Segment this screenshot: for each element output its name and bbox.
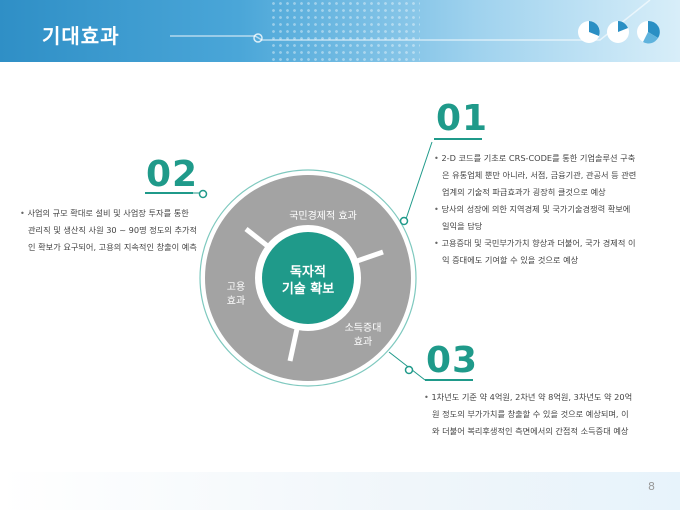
bullet-item: 고용증대 및 국민부가가치 향상과 더불어, 국가 경제적 이익 증대에도 기여… xyxy=(434,235,640,269)
segment-label-employment-line2: 효과 xyxy=(226,296,246,307)
connector-line-03 xyxy=(388,351,426,381)
pie-chart-icon xyxy=(578,21,600,43)
section-rule-02 xyxy=(145,192,193,194)
section-number-03: 03 xyxy=(426,340,479,381)
header-dot-pattern xyxy=(270,0,420,62)
segment-label-national-economy: 국민경제적 효과 xyxy=(289,211,357,222)
pie-chart-icon xyxy=(637,20,660,44)
segment-label-income-line1: 소득증대 xyxy=(344,323,382,334)
connector-line-01 xyxy=(405,141,433,220)
bullet-item: 1차년도 기준 약 4억원, 2차년 약 8억원, 3차년도 약 20억원 정도… xyxy=(424,389,634,440)
connector-dot-03 xyxy=(404,365,414,375)
section-text-02: 사업의 규모 확대로 설비 및 사업장 투자를 통한 관리직 및 생산직 사원 … xyxy=(20,205,198,256)
page-number: 8 xyxy=(648,480,655,493)
section-text-01: 2-D 코드를 기초로 CRS-CODE를 통한 기업솔루션 구축은 유통업체 … xyxy=(434,150,640,269)
center-label-line1: 독자적 xyxy=(290,265,326,280)
bullet-item: 당사의 성장에 의한 지역경제 및 국가기술경쟁력 확보에 일익을 담당 xyxy=(434,201,640,235)
segment-label-income: 소득증대 효과 xyxy=(333,322,393,350)
header-bar: 기대효과 xyxy=(0,0,680,62)
bullet-item: 사업의 규모 확대로 설비 및 사업장 투자를 통한 관리직 및 생산직 사원 … xyxy=(20,205,198,256)
section-rule-01 xyxy=(434,138,482,140)
bullet-item: 2-D 코드를 기초로 CRS-CODE를 통한 기업솔루션 구축은 유통업체 … xyxy=(434,150,640,201)
footer-bar xyxy=(0,472,680,510)
outer-ring xyxy=(199,169,417,387)
center-circle xyxy=(262,232,354,324)
segment-label-employment-line1: 고용 xyxy=(226,282,246,293)
center-label: 독자적 기술 확보 xyxy=(268,264,348,298)
donut-ring xyxy=(205,175,411,381)
page-title: 기대효과 xyxy=(42,24,120,48)
segment-label-employment: 고용 효과 xyxy=(218,281,254,309)
section-number-01: 01 xyxy=(436,98,489,139)
segment-label-income-line2: 효과 xyxy=(353,337,373,348)
section-text-03: 1차년도 기준 약 4억원, 2차년 약 8억원, 3차년도 약 20억원 정도… xyxy=(424,389,634,440)
connector-dot-01 xyxy=(399,216,409,226)
center-label-line2: 기술 확보 xyxy=(281,282,335,297)
section-rule-03 xyxy=(425,379,473,381)
header-decoration xyxy=(170,0,660,44)
pie-chart-icon xyxy=(607,21,629,43)
section-number-02: 02 xyxy=(146,154,199,195)
connector-dot-02 xyxy=(198,189,208,199)
